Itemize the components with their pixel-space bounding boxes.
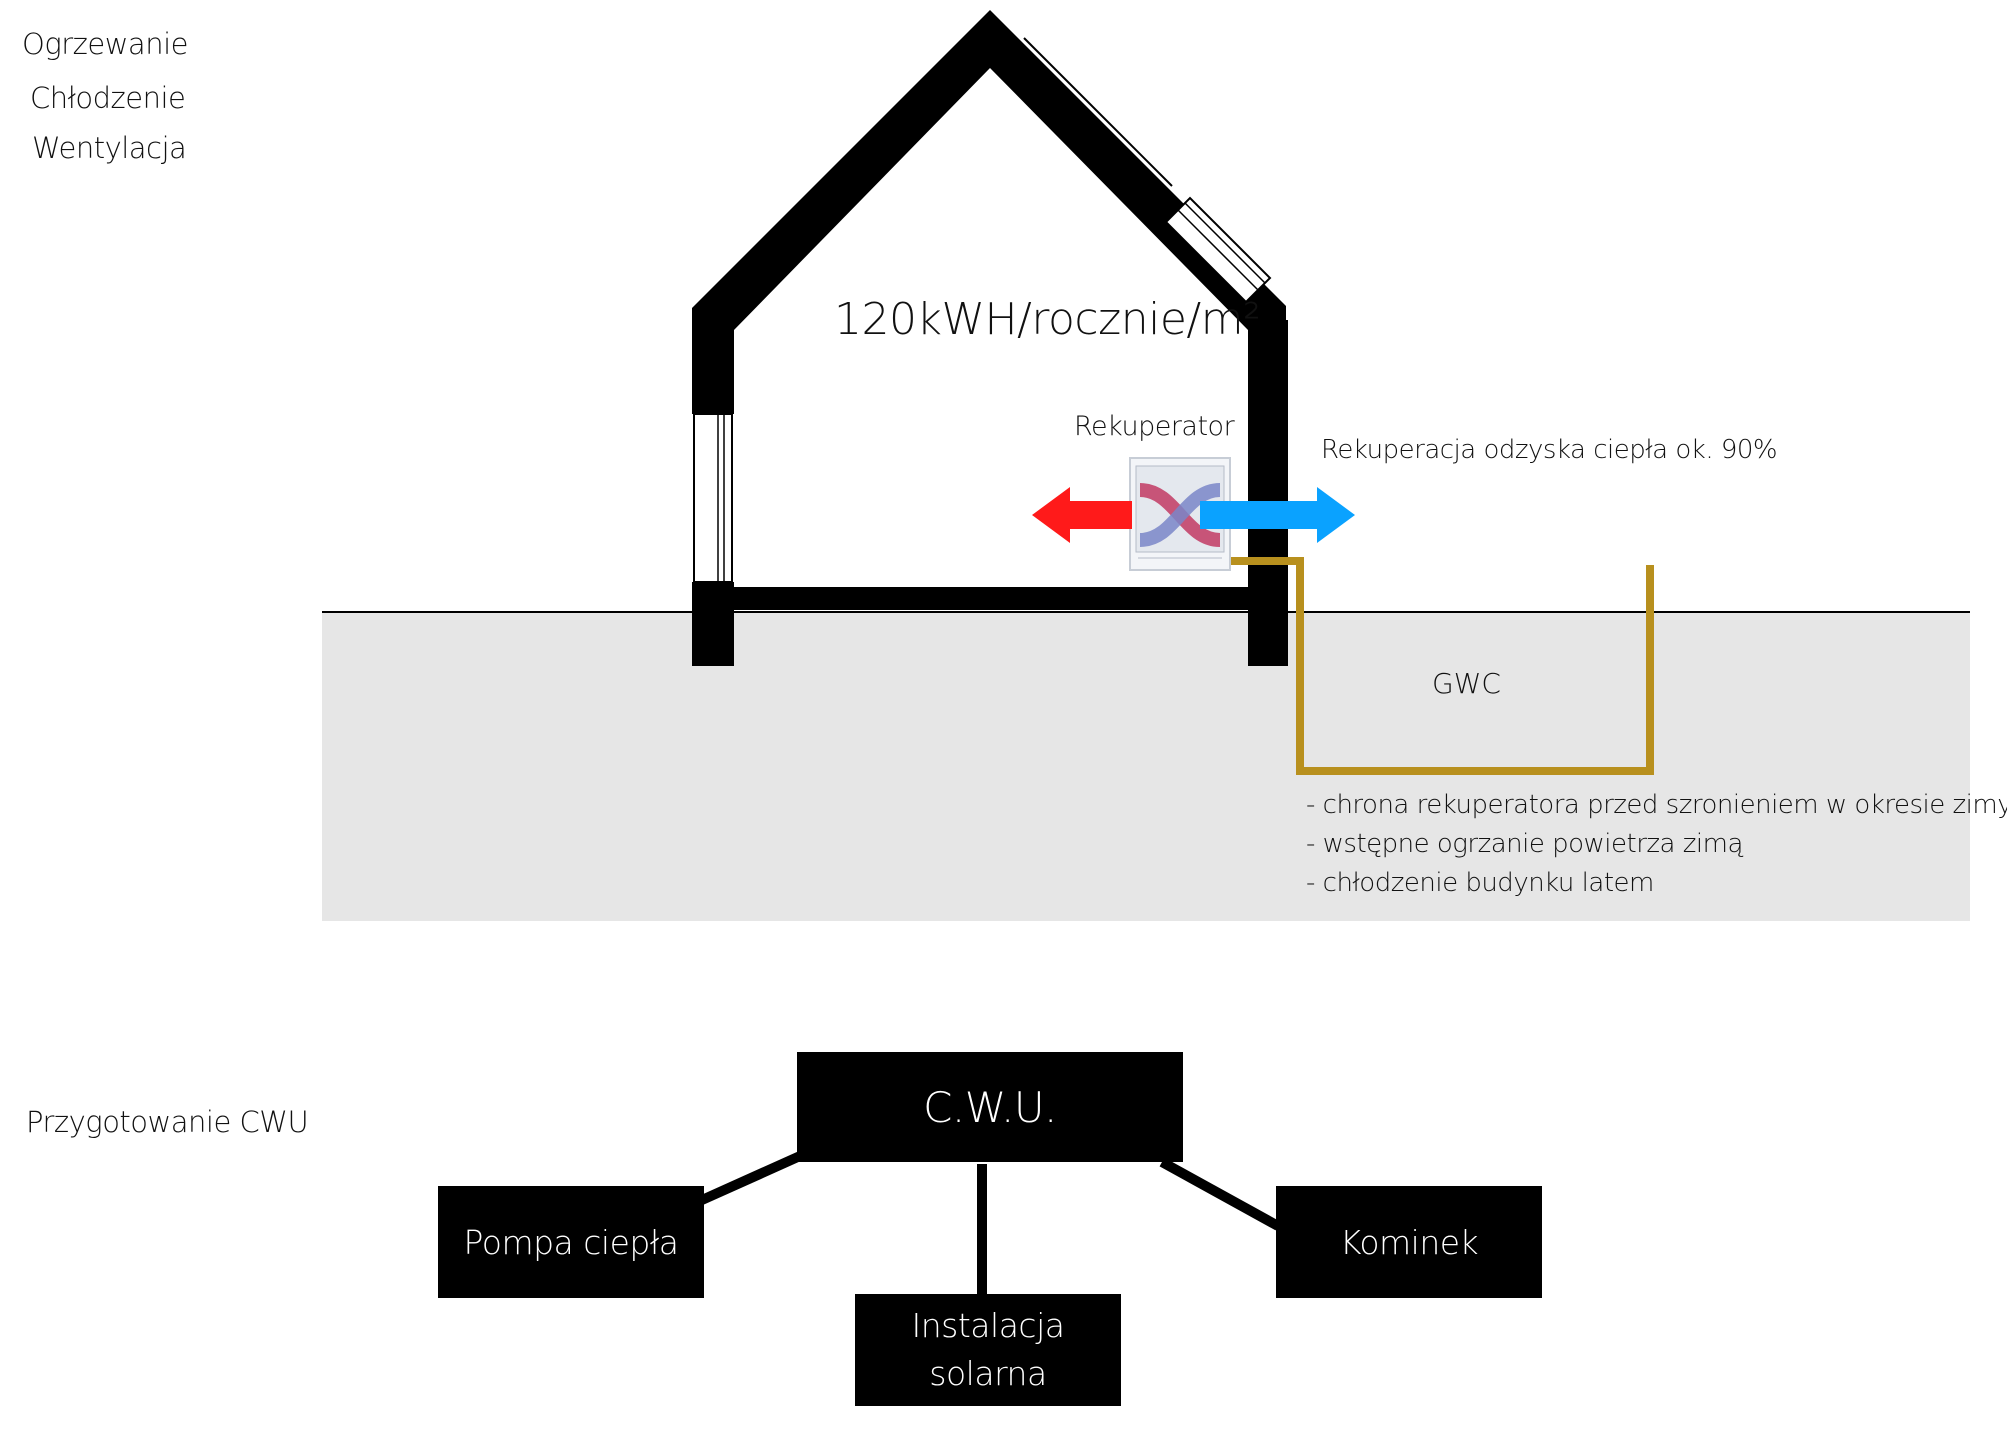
solar-label-line1: Instalacja [911,1306,1065,1346]
energy-demand-value: 120kWH/rocznie/m² [834,294,1261,345]
warm-air-arrow-icon [1032,487,1132,543]
gwc-pipe [1208,557,1654,775]
cwu-label: C.W.U. [923,1082,1057,1132]
gwc-benefit-item: - chrona rekuperatora przed szronieniem … [1306,790,2007,820]
cool-air-arrow-icon [1200,487,1355,543]
gwc-benefit-item: - wstępne ogrzanie powietrza zimą [1306,829,1743,859]
gwc-label: GWC [1432,667,1501,700]
fireplace-label: Kominek [1339,1222,1479,1262]
solar-label-line2: solarna [929,1354,1047,1393]
ventilation-label: Wentylacja [32,131,187,165]
ground-area [322,612,1970,921]
connector-heat-pump [699,1151,803,1205]
right-wall [1248,320,1288,666]
left-window [693,413,733,583]
cwu-box: C.W.U. [797,1052,1183,1162]
roof-skylight [1023,37,1272,304]
cooling-label: Chłodzenie [30,81,186,115]
dhw-prep-label: Przygotowanie CWU [26,1105,309,1139]
left-wall-upper [692,320,734,414]
gwc-benefit-item: - chłodzenie budynku latem [1306,868,1654,898]
connector-fireplace [1159,1157,1281,1231]
recovery-note: Rekuperacja odzyska ciepła ok. 90% [1321,435,1778,465]
heating-label: Ogrzewanie [22,27,188,61]
floor-slab [692,587,1288,610]
heat-pump-label: Pompa ciepła [463,1222,679,1262]
heat-pump-box: Pompa ciepła [438,1186,704,1298]
recuperator-label: Rekuperator [1074,411,1235,442]
roof [692,10,1286,330]
solar-installation-box: Instalacja solarna [855,1294,1121,1406]
fireplace-box: Kominek [1276,1186,1542,1298]
